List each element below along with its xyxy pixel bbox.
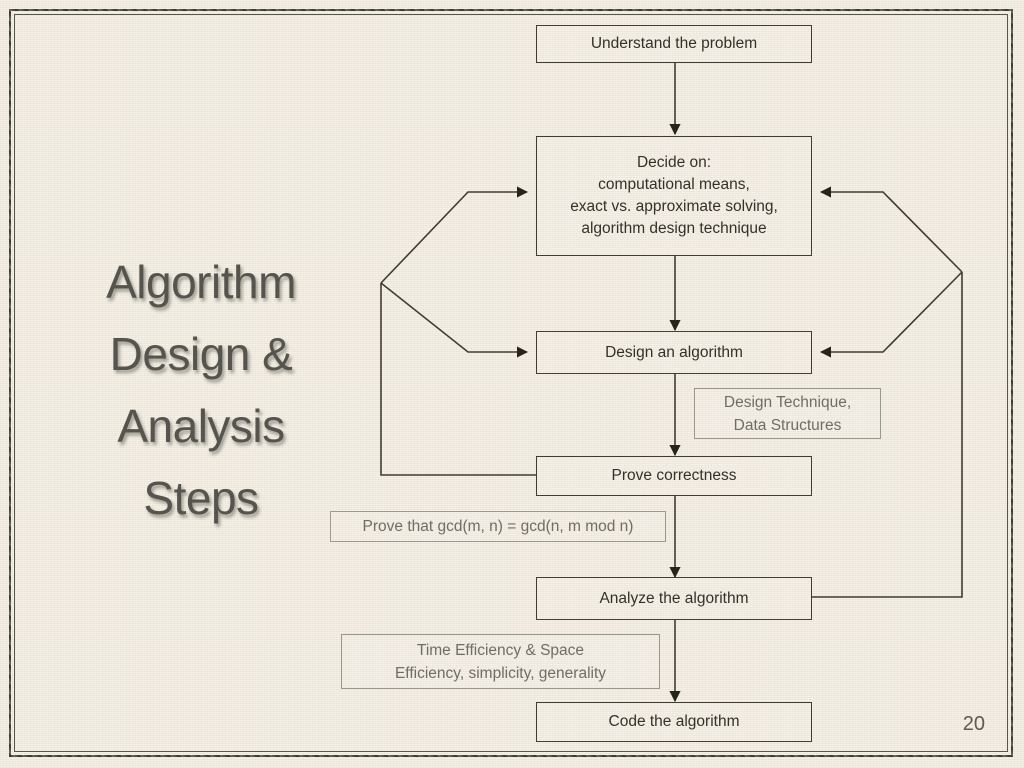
edge-feedback-left-to-decide: [380, 186, 529, 284]
flow-node-code-the-algorithm[interactable]: Code the algorithm: [536, 702, 812, 742]
edge-feedback-left-trunk: [380, 283, 536, 476]
page-number: 20: [962, 713, 985, 735]
slide-title-line-2: Design &: [109, 328, 293, 380]
flow-node-code-the-algorithm-label: Code the algorithm: [608, 713, 740, 730]
flow-node-analyze-the-algorithm[interactable]: Analyze the algorithm: [536, 577, 812, 620]
flow-node-prove-correctness[interactable]: Prove correctness: [536, 456, 812, 496]
flow-node-decide-on[interactable]: Decide on: computational means, exact vs…: [536, 136, 812, 256]
flow-node-prove-correctness-label: Prove correctness: [611, 467, 737, 484]
flow-node-decide-on-label: Decide on: computational means, exact vs…: [570, 154, 778, 237]
annotation-time-space-efficiency: Time Efficiency & Space Efficiency, simp…: [341, 634, 660, 689]
annotation-design-technique: Design Technique, Data Structures: [694, 388, 881, 439]
annotation-time-space-efficiency-label: Time Efficiency & Space Efficiency, simp…: [394, 641, 607, 682]
edge-feedback-left-to-design: [380, 282, 529, 358]
flow-node-design-an-algorithm-label: Design an algorithm: [605, 343, 743, 361]
slide-title-line-3: Analysis: [117, 400, 285, 452]
edge-feedback-right-to-decide: [819, 186, 963, 273]
slide-title-line-1: Algorithm: [106, 256, 296, 308]
edge-feedback-right-to-design: [819, 271, 963, 358]
flow-node-analyze-the-algorithm-label: Analyze the algorithm: [599, 589, 749, 607]
slide-title-line-4: Steps: [143, 472, 259, 524]
slide-title: Algorithm Design & Analysis Steps: [36, 246, 366, 534]
flow-node-understand-the-problem-label: Understand the problem: [590, 35, 758, 52]
flow-node-design-an-algorithm[interactable]: Design an algorithm: [536, 331, 812, 374]
annotation-prove-gcd-label: Prove that gcd(m, n) = gcd(n, m mod n): [362, 518, 634, 535]
flow-node-understand-the-problem[interactable]: Understand the problem: [536, 25, 812, 63]
annotation-design-technique-label: Design Technique, Data Structures: [723, 393, 852, 434]
annotation-prove-gcd: Prove that gcd(m, n) = gcd(n, m mod n): [330, 511, 666, 542]
